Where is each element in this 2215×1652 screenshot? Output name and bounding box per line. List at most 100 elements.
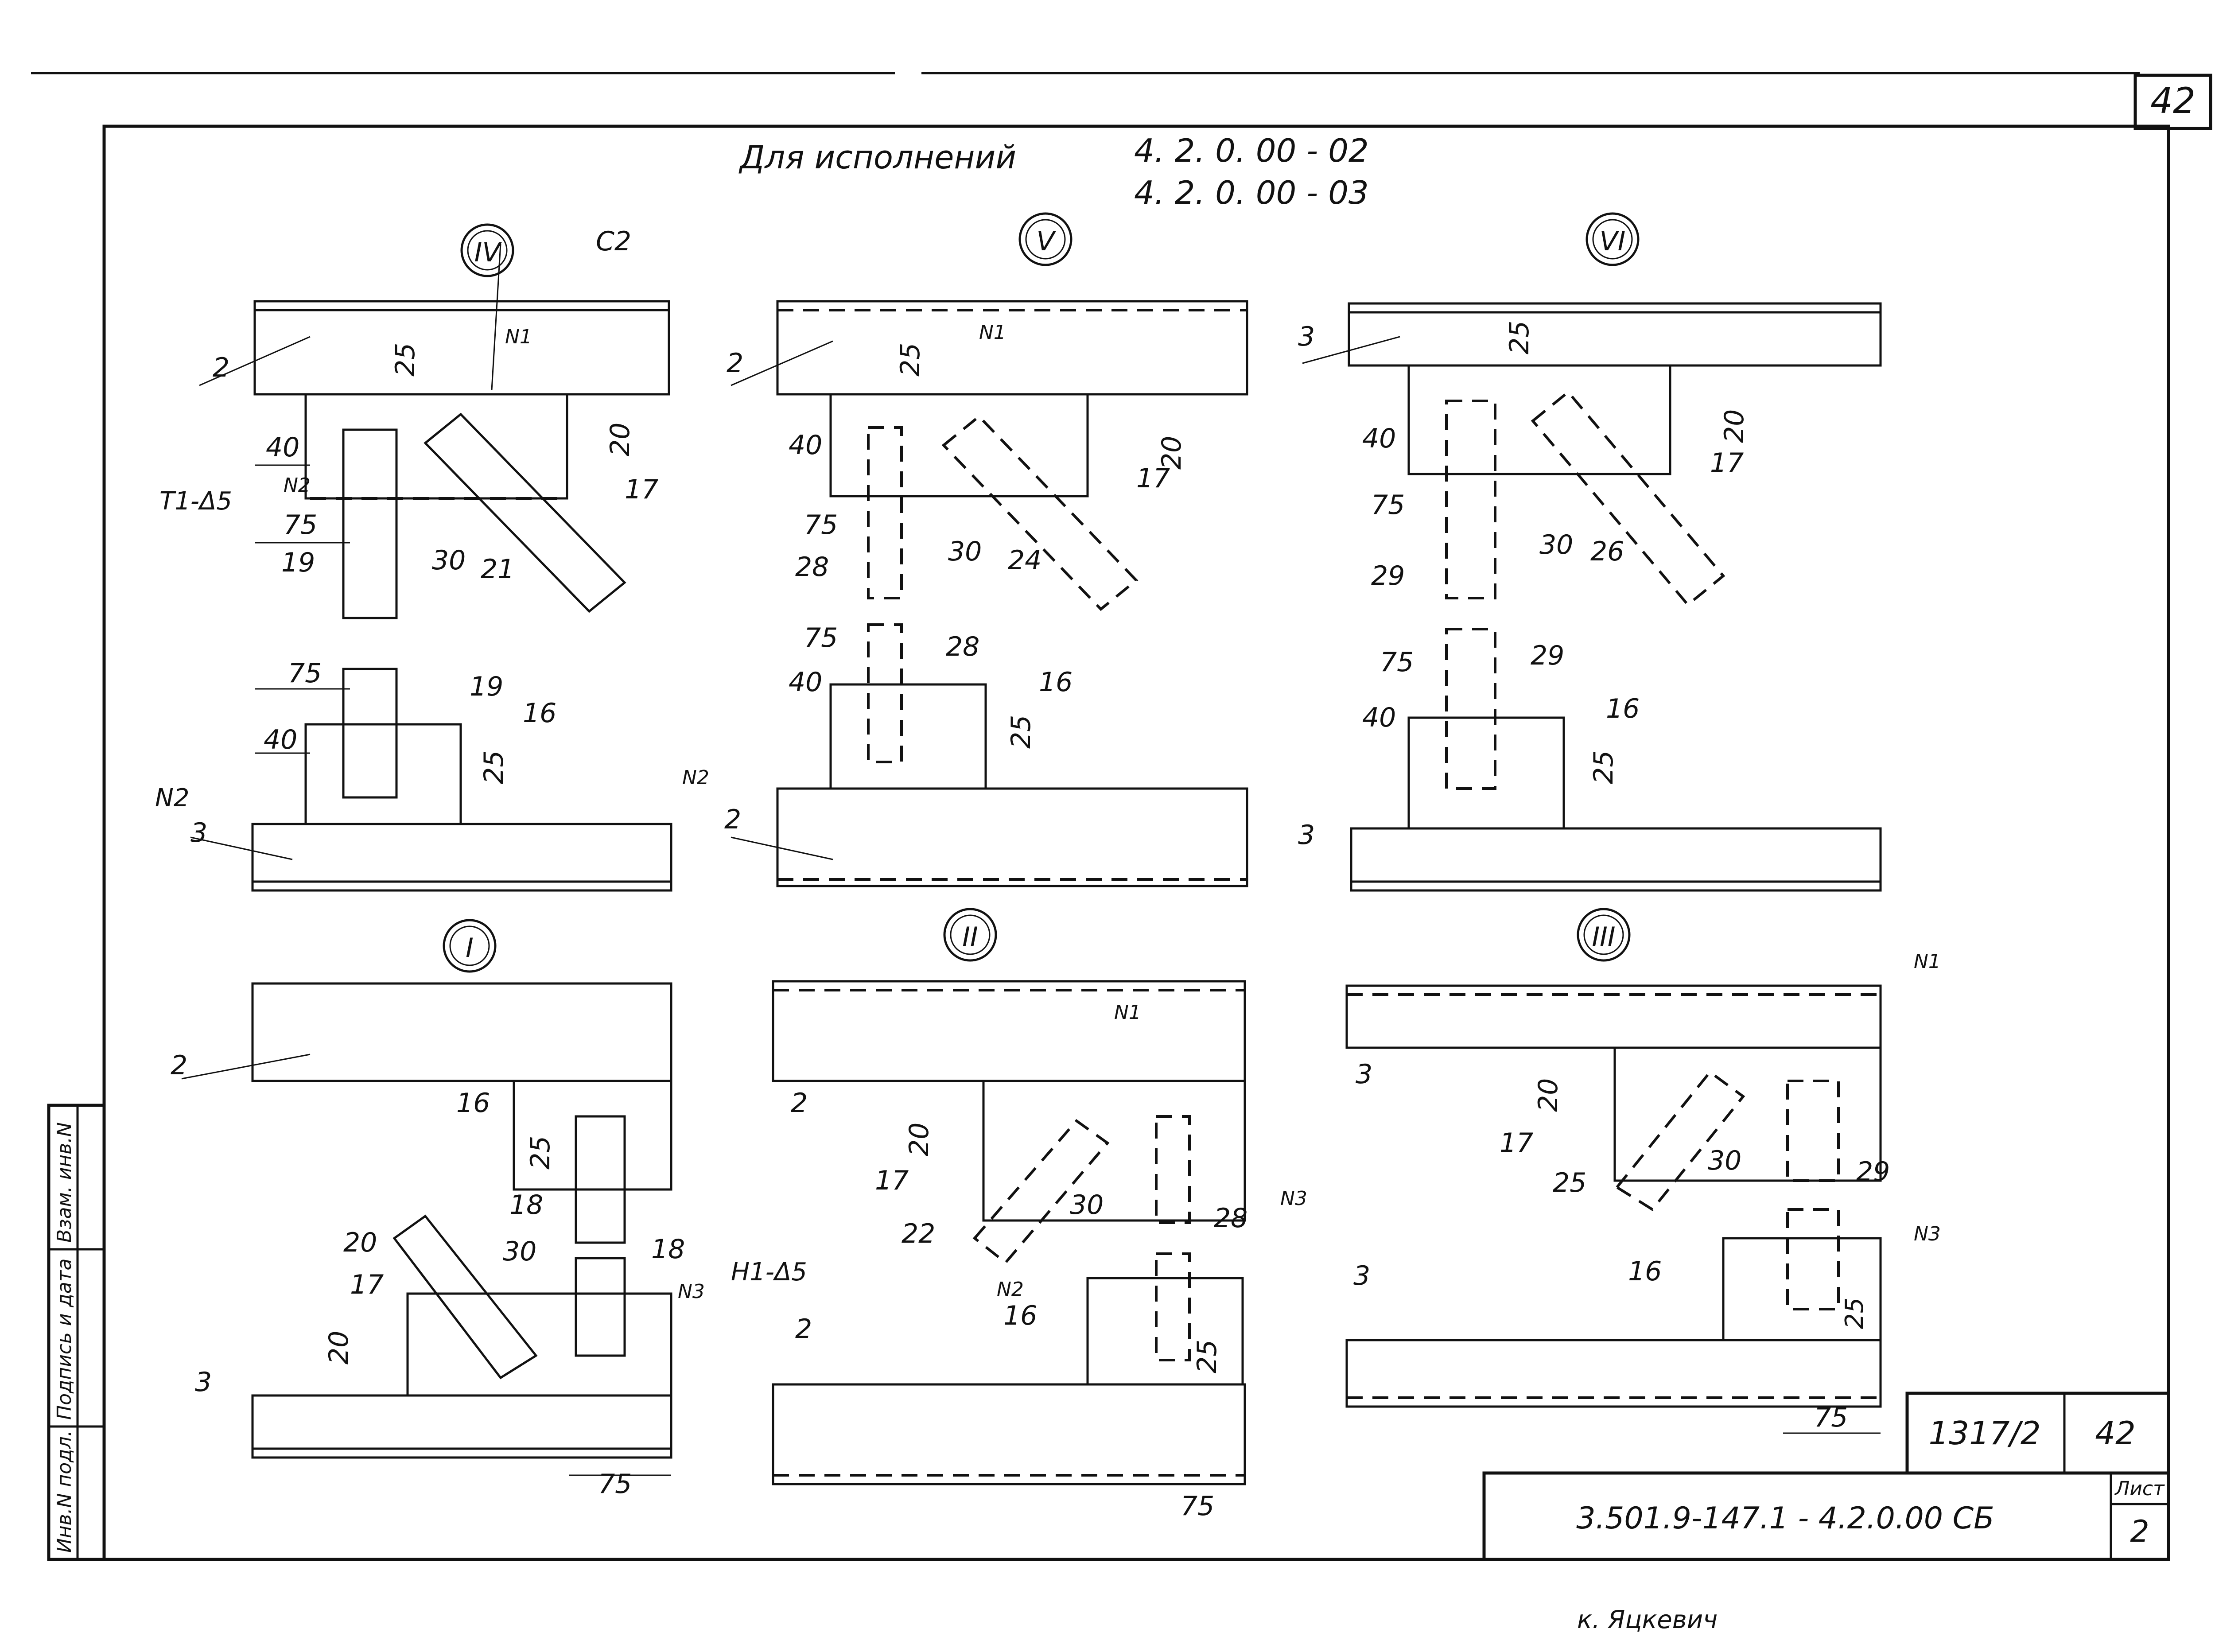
label: 18	[651, 1234, 685, 1265]
chord-2-lower	[772, 1383, 1246, 1485]
node-I: I 2 16 25 18 20 30 18 Н1-Δ5 N3 17 20 3 7…	[171, 919, 807, 1500]
node-marker-circle	[460, 223, 514, 277]
label: С2	[596, 226, 631, 257]
label: 2	[727, 348, 743, 379]
node-marker-circle	[943, 908, 997, 962]
label: 40	[1362, 702, 1396, 733]
member-29-lower	[1786, 1208, 1840, 1310]
member-19	[342, 428, 398, 619]
label: 20	[1533, 1078, 1564, 1112]
node-marker-circle	[1577, 908, 1631, 962]
member-19-lower	[342, 668, 398, 799]
member-18	[575, 1115, 626, 1244]
label: 25	[1588, 750, 1619, 784]
label: N2	[997, 1278, 1024, 1301]
node-marker-circle	[950, 914, 991, 955]
label: 25	[1504, 321, 1535, 354]
member-29	[1445, 400, 1496, 599]
chord-2-lower	[776, 787, 1248, 887]
label: 20	[605, 423, 636, 456]
label: 29	[1856, 1156, 1890, 1187]
node-V: V N1 2 25 40 20 17 75 28 30 24 75 28 40 …	[682, 212, 1248, 887]
label: 21	[481, 554, 514, 585]
gusset-16	[1407, 716, 1565, 830]
label: N1	[1914, 950, 1941, 973]
node-marker-circle	[1585, 212, 1640, 266]
label: 3	[1356, 1059, 1372, 1090]
node-marker-circle	[1592, 219, 1633, 260]
corner-page-number: 42	[2150, 80, 2196, 121]
label: 75	[1380, 647, 1414, 678]
label: Т1-Δ5	[159, 487, 232, 516]
member-26	[1531, 390, 1725, 607]
label: 75	[1371, 490, 1405, 521]
label: 3	[190, 817, 207, 848]
gusset-17	[829, 393, 1089, 498]
title-block-designation: 3.501.9-147.1 - 4.2.0.00 СБ	[1576, 1501, 1994, 1536]
member-28-lower	[867, 623, 903, 763]
node-marker-label: IV	[474, 237, 502, 268]
label: 30	[1708, 1145, 1741, 1176]
label: 30	[1539, 529, 1573, 560]
side-stamp: Инв.N подл. Подпись и дата Взам. инв.N	[47, 1104, 106, 1561]
label: 2	[791, 1088, 808, 1119]
label: N3	[1280, 1187, 1307, 1210]
label: 17	[1136, 463, 1170, 494]
chord-2	[253, 300, 670, 396]
label: 17	[875, 1165, 909, 1196]
node-marker-label: V	[1036, 226, 1056, 257]
header-code-2: 4. 2. 0. 00 - 03	[1134, 174, 1369, 211]
label: 3	[1298, 820, 1315, 851]
node-III: III N1 3 20 17 30 29 25 N3 16 3 25 75	[1345, 908, 1941, 1434]
title-block-sheet-label: Лист	[2114, 1477, 2165, 1500]
gusset-16	[304, 723, 462, 825]
label: 26	[1590, 536, 1624, 567]
side-stamp-cell: Подпись и дата	[53, 1259, 76, 1420]
member-28	[1155, 1115, 1191, 1224]
gusset-16	[513, 1080, 672, 1191]
member-24	[941, 414, 1139, 611]
label: 30	[948, 536, 982, 567]
label: 75	[598, 1469, 632, 1500]
gusset-16	[829, 683, 987, 790]
title-block: 1317/2 42 3.501.9-147.1 - 4.2.0.00 СБ Ли…	[1482, 1392, 2170, 1561]
gusset-17	[1407, 364, 1671, 475]
node-marker-label: I	[466, 933, 474, 964]
label: 2	[795, 1314, 812, 1345]
label: 16	[1628, 1256, 1662, 1287]
bottom-scribble: к. Яцкевич	[1577, 1605, 1718, 1634]
chord-3	[251, 823, 672, 892]
node-VI: VI 3 25 40 20 17 75 30 29 26 75 29 40 16…	[1298, 212, 1882, 892]
label: 16	[1606, 693, 1640, 724]
node-marker-circle	[1025, 219, 1066, 260]
label: 28	[946, 631, 979, 662]
gusset-17	[982, 1080, 1246, 1222]
header-label: Для исполнений	[738, 139, 1016, 176]
label: 2	[171, 1050, 187, 1081]
label: 28	[1214, 1203, 1247, 1234]
label: 28	[795, 552, 829, 583]
label: 29	[1371, 560, 1405, 591]
gusset-17	[1613, 1046, 1882, 1182]
label: 40	[266, 432, 299, 463]
label: 2	[213, 352, 229, 383]
label: 3	[195, 1367, 212, 1398]
label: 40	[789, 667, 822, 698]
label: 20	[343, 1227, 377, 1258]
node-marker-label: II	[962, 921, 978, 952]
label: 25	[1192, 1340, 1223, 1373]
label: 20	[904, 1123, 935, 1156]
node-II: II N1 2 20 17 30 N3 22 28 N2 16 2 25 75	[772, 908, 1307, 1522]
label: 18	[509, 1189, 543, 1221]
label: 17	[625, 474, 658, 505]
label: 75	[1181, 1491, 1214, 1522]
label: 2	[724, 804, 741, 835]
label: 25	[895, 343, 926, 377]
label: 20	[1156, 436, 1187, 470]
label: 17	[350, 1269, 384, 1300]
corner-page-box	[2133, 74, 2212, 130]
chord-3-lower	[1350, 827, 1882, 892]
member-18-lower	[575, 1257, 626, 1357]
drawing-frame	[102, 124, 2170, 1561]
